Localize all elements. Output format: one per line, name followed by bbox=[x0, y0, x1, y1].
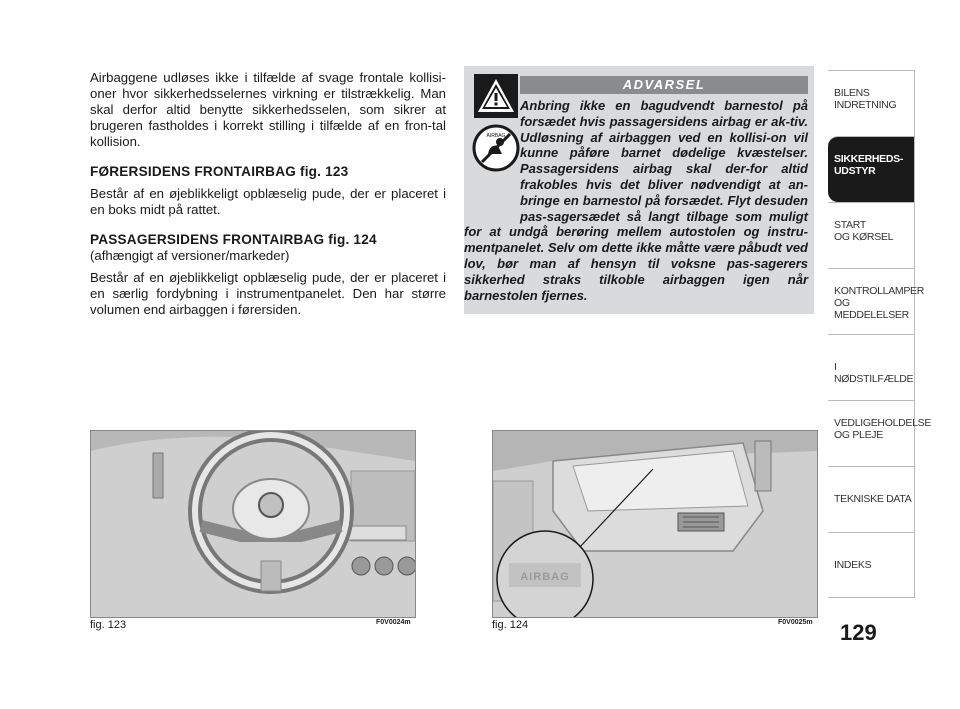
icon-airbag-label: AIRBAG bbox=[487, 133, 506, 139]
figure-124-caption: fig. 124 bbox=[492, 619, 529, 631]
warning-text: Anbring ikke en bagudvendt barnestol på … bbox=[464, 98, 808, 303]
figure-123-code: F0V0024m bbox=[376, 619, 411, 626]
warning-box: ADVARSEL AIRBAG Anbring ikke en bagudven… bbox=[464, 66, 814, 314]
figure-124-code: F0V0025m bbox=[778, 619, 813, 626]
intro-paragraph: Airbaggene udløses ikke i tilfælde af sv… bbox=[90, 70, 446, 149]
passenger-airbag-note: (afhængigt af versioner/markeder) bbox=[90, 248, 290, 263]
passenger-airbag-paragraph: Består af en øjeblikkeligt opblæselig pu… bbox=[90, 270, 446, 317]
steering-wheel-illustration bbox=[91, 428, 417, 617]
icon-spacer bbox=[464, 98, 520, 216]
warning-triangle-icon bbox=[474, 74, 518, 118]
tab-nodstilfaelde[interactable]: I NØDSTILFÆLDE bbox=[828, 334, 915, 400]
passenger-airbag-illustration: AIRBAG bbox=[492, 431, 817, 628]
no-child-seat-airbag-icon: AIRBAG bbox=[472, 124, 520, 172]
tab-indeks[interactable]: INDEKS bbox=[828, 532, 915, 598]
page-number: 129 bbox=[840, 620, 877, 645]
airbag-label: AIRBAG bbox=[520, 571, 569, 583]
body-text: Airbaggene udløses ikke i tilfælde af sv… bbox=[90, 70, 446, 326]
figure-steering-wheel bbox=[90, 428, 417, 618]
heading-driver-airbag: FØRERSIDENS FRONTAIRBAG fig. 123 bbox=[90, 164, 349, 179]
warning-title: ADVARSEL bbox=[520, 76, 808, 94]
warning-body: Anbring ikke en bagudvendt barnestol på … bbox=[464, 98, 808, 303]
figure-passenger-airbag: AIRBAG bbox=[492, 430, 818, 628]
tab-tekniske-data[interactable]: TEKNISKE DATA bbox=[828, 466, 915, 532]
driver-airbag-paragraph: Består af en øjeblikkeligt opblæselig pu… bbox=[90, 186, 446, 217]
heading-passenger-airbag: PASSAGERSIDENS FRONTAIRBAG fig. 124 bbox=[90, 232, 377, 247]
figure-123-caption: fig. 123 bbox=[90, 619, 127, 631]
tab-sikkerhedsudstyr[interactable]: SIKKERHEDS-UDSTYR bbox=[828, 136, 915, 202]
